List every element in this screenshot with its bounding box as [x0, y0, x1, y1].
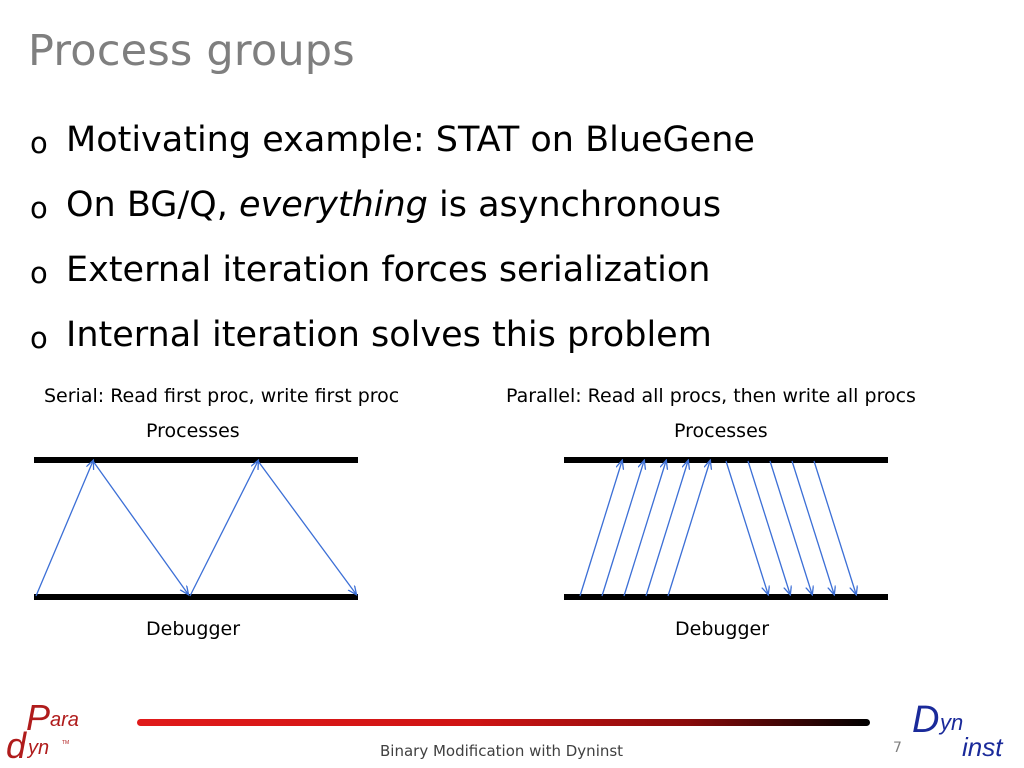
parallel-read-arrow [667, 461, 710, 597]
parallel-arrows [579, 460, 856, 597]
footer-divider [137, 719, 870, 726]
parallel-read-arrow [645, 461, 688, 597]
bullet-text-part: External iteration forces serialization [66, 250, 711, 290]
bullet-text: Internal iteration solves this problem [66, 315, 712, 355]
serial-debugger-bar [34, 594, 358, 600]
parallel-caption: Parallel: Read all procs, then write all… [506, 385, 916, 407]
logo-text: ara [50, 709, 79, 731]
bullet-emphasis: everything [238, 185, 428, 225]
paradyn-logo: P ara d yn TM [6, 697, 79, 764]
logo-text: TM [62, 740, 69, 746]
serial-arrow [35, 461, 93, 597]
bullet-text-part: Motivating example: STAT on BlueGene [66, 120, 755, 160]
footer-title: Binary Modification with Dyninst [380, 742, 624, 760]
logo-text: yn [938, 710, 963, 735]
bullet-marker: o [30, 191, 48, 225]
logo-text: d [6, 725, 27, 764]
bullet-text-part: On BG/Q, [66, 185, 239, 225]
serial-arrow [92, 460, 188, 594]
bullet-text-part: is asynchronous [427, 185, 722, 225]
slide-title: Process groups [28, 26, 355, 76]
logo-text: D [912, 699, 939, 741]
parallel-processes-label: Processes [674, 420, 768, 442]
parallel-write-arrow [813, 460, 856, 594]
parallel-write-arrow [769, 460, 812, 594]
serial-processes-label: Processes [146, 420, 240, 442]
dyninst-logo: D yn inst [912, 699, 1004, 762]
parallel-read-arrow [579, 461, 622, 597]
bullet-text: Motivating example: STAT on BlueGene [66, 120, 755, 160]
serial-caption: Serial: Read first proc, write first pro… [44, 385, 400, 407]
bullet-marker: o [30, 256, 48, 290]
serial-arrows [35, 460, 356, 597]
parallel-write-arrow [747, 460, 790, 594]
serial-arrow [257, 460, 356, 594]
bullet-text-part: Internal iteration solves this problem [66, 315, 712, 355]
bullet-marker: o [30, 126, 48, 160]
logo-text: yn [26, 737, 49, 759]
page-number: 7 [893, 740, 902, 756]
parallel-debugger-bar [564, 594, 888, 600]
bullet-text: On BG/Q, everything is asynchronous [66, 185, 721, 225]
serial-debugger-label: Debugger [146, 618, 241, 640]
parallel-processes-bar [564, 457, 888, 463]
parallel-read-arrow [601, 461, 644, 597]
bullet-text: External iteration forces serialization [66, 250, 710, 290]
logo-text: inst [962, 732, 1004, 762]
parallel-debugger-label: Debugger [675, 618, 770, 640]
serial-processes-bar [34, 457, 358, 463]
serial-arrow [189, 461, 258, 597]
bullet-marker: o [30, 321, 48, 355]
parallel-read-arrow [623, 461, 666, 597]
parallel-write-arrow [725, 460, 768, 594]
logo-text: P [26, 697, 50, 738]
parallel-write-arrow [791, 460, 834, 594]
